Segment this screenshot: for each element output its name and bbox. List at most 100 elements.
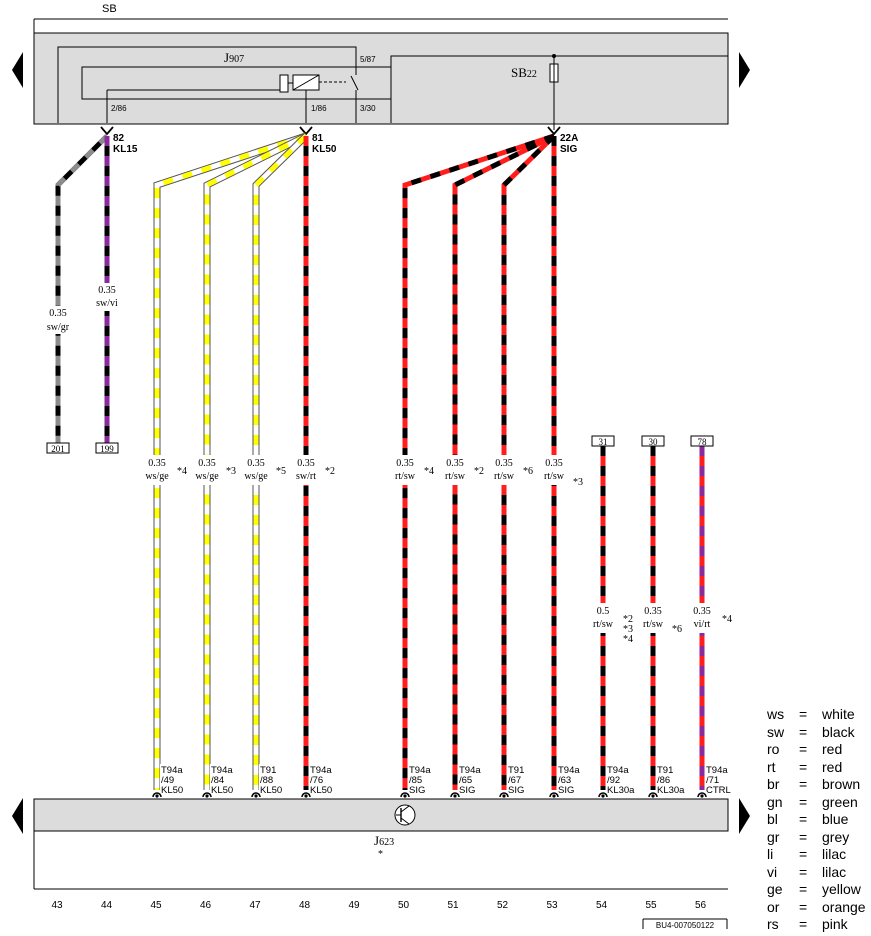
- legend-name: blue: [822, 811, 849, 827]
- legend-code: gn: [767, 793, 783, 810]
- column-number: 50: [398, 900, 410, 911]
- legend-code: gr: [767, 828, 780, 845]
- nav-right-arrow-icon[interactable]: [739, 52, 750, 88]
- ref-box-30[interactable]: [641, 435, 665, 447]
- wire-color-56: vi/rt: [694, 619, 711, 630]
- column-number: 45: [150, 900, 162, 911]
- legend-eq: =: [799, 776, 808, 792]
- wire-note-45: *4: [177, 466, 187, 477]
- legend-code: or: [767, 898, 780, 915]
- legend-name: red: [822, 758, 843, 775]
- pin-pin: /88: [260, 775, 273, 786]
- pin-conn: T94a: [161, 765, 183, 776]
- pin-sig: KL50: [260, 785, 282, 796]
- control-unit-note: *: [378, 849, 383, 860]
- nav-left-arrow-lower-icon[interactable]: [12, 798, 23, 834]
- wire-note-54a: *2: [623, 614, 633, 625]
- control-unit-label: J623: [374, 833, 394, 848]
- column-number: 55: [645, 900, 657, 911]
- wire-size-46: 0.35: [198, 458, 216, 469]
- terminal-icon: [549, 792, 559, 798]
- wire-size-47: 0.35: [247, 458, 265, 469]
- pin-conn: T91: [508, 765, 524, 776]
- legend-name: lilac: [822, 863, 847, 880]
- legend-eq: =: [799, 793, 808, 810]
- terminal-icon: [400, 792, 410, 798]
- legend-eq: =: [799, 916, 808, 932]
- fuse-relay-panel: [33, 32, 729, 125]
- ref-box-199[interactable]: [95, 442, 119, 454]
- relay-label: J907: [224, 50, 244, 65]
- pin-2-86: 2/86: [111, 104, 127, 113]
- wire-color-47: ws/ge: [244, 471, 268, 482]
- pin-pin: /71: [706, 775, 719, 786]
- legend-eq: =: [799, 741, 808, 757]
- pin-pin: /76: [310, 775, 323, 786]
- pin-sig: SIG: [409, 785, 425, 796]
- connector-82-name: KL15: [113, 144, 138, 155]
- connector-22a-arrow-icon: [547, 126, 561, 136]
- pin-conn: T91: [260, 765, 276, 776]
- wire-ws-ge-45: [153, 132, 308, 790]
- legend-code: ro: [767, 741, 780, 757]
- wire-color-45: ws/ge: [145, 471, 169, 482]
- pin-5-87: 5/87: [360, 55, 376, 64]
- fuse-label: SB22: [511, 65, 537, 80]
- legend-code: sw: [767, 723, 785, 740]
- legend-eq: =: [799, 758, 808, 775]
- wire-size-48: 0.35: [297, 458, 315, 469]
- legend-eq: =: [799, 898, 808, 915]
- sb-label: SB: [102, 3, 117, 15]
- wire-note-54c: *4: [623, 634, 633, 645]
- legend-code: br: [767, 776, 780, 792]
- legend-name: brown: [822, 776, 861, 792]
- wire-color-55: rt/sw: [643, 619, 664, 630]
- wire-note-55: *6: [672, 624, 682, 635]
- pin-sig: CTRL: [706, 785, 731, 796]
- legend-code: ws: [767, 706, 785, 722]
- terminal-icon: [251, 792, 261, 798]
- legend-name: pink: [822, 916, 848, 932]
- connector-81-num: 81: [312, 133, 324, 144]
- nav-left-arrow-icon[interactable]: [12, 52, 23, 88]
- fuse-sb22: SB22: [511, 54, 559, 130]
- wire-note-56: *4: [722, 614, 732, 625]
- wire-size-52: 0.35: [495, 458, 513, 469]
- ref-box-31[interactable]: [591, 435, 615, 447]
- wire-ws-ge-47: [252, 133, 309, 790]
- pin-pin: /85: [409, 775, 422, 786]
- pin-conn: T91: [657, 765, 673, 776]
- pin-conn: T94a: [607, 765, 629, 776]
- wire-size-55: 0.35: [644, 606, 662, 617]
- legend-code: rs: [767, 916, 779, 932]
- nav-right-arrow-lower-icon[interactable]: [739, 798, 750, 834]
- column-number: 44: [101, 900, 113, 911]
- terminal-icon: [202, 792, 212, 798]
- control-unit-panel: [33, 798, 729, 832]
- column-number: 52: [497, 900, 509, 911]
- ref-box-201[interactable]: [46, 442, 70, 454]
- legend-code: li: [767, 846, 774, 862]
- ref-box-78[interactable]: [690, 435, 714, 447]
- pin-conn: T94a: [558, 765, 580, 776]
- terminal-icon: [697, 792, 707, 798]
- wire-color-53: rt/sw: [544, 471, 565, 482]
- column-number: 46: [200, 900, 212, 911]
- wire-size-45: 0.35: [148, 458, 166, 469]
- pin-pin: /86: [657, 775, 670, 786]
- pin-labels: T94a/49KL50T94a/84KL50T91/88KL50T94a/76K…: [152, 764, 739, 798]
- legend-code: vi: [767, 863, 778, 880]
- wire-size-43: 0.35: [49, 308, 67, 319]
